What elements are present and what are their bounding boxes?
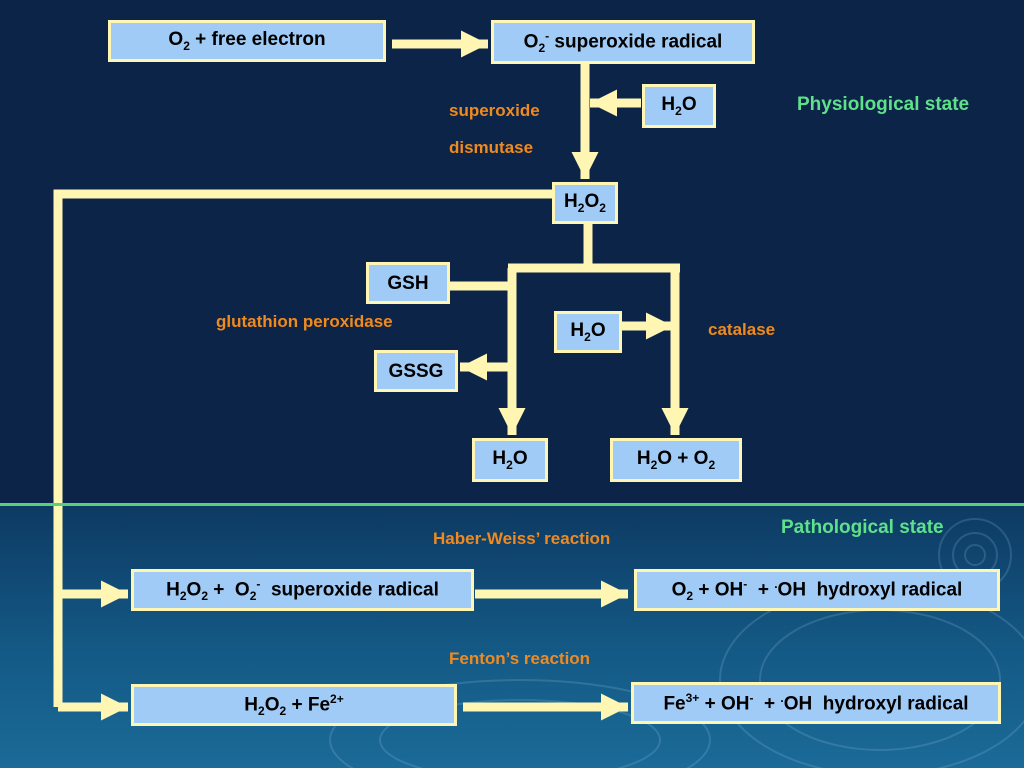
gsh-text: GSH bbox=[387, 272, 429, 294]
haber-weiss-label: Haber-Weiss’ reaction bbox=[433, 529, 611, 548]
gssg-text: GSSG bbox=[388, 360, 444, 382]
haber-weiss-product-box: O2 + OH- + .OH hydroxyl radical bbox=[634, 569, 1000, 611]
fenton-product-box: Fe3+ + OH- + .OH hydroxyl radical bbox=[631, 682, 1001, 724]
fenton-reactant-box: H2O2 + Fe2+ bbox=[131, 684, 457, 726]
catalase-h2o-box: H2O bbox=[554, 311, 622, 353]
gpx-product-h2o-text: H2O bbox=[492, 448, 528, 472]
fenton-reaction-label: Fenton’s reaction bbox=[449, 649, 591, 668]
glutathion-peroxidase-label: glutathion peroxidase bbox=[216, 312, 393, 331]
catalase-product-box: H2O + O2 bbox=[610, 438, 742, 482]
gssg-box: GSSG bbox=[374, 350, 458, 392]
h2o-input-text: H2O bbox=[661, 94, 697, 118]
water-ripple-decoration bbox=[329, 518, 1024, 768]
sod-label-line1: superoxide bbox=[449, 101, 540, 120]
superoxide-radical-box: O2- superoxide radical bbox=[491, 20, 755, 64]
haber-weiss-reactant-box: H2O2 + O2- superoxide radical bbox=[131, 569, 474, 611]
physiological-state-label: Physiological state bbox=[797, 94, 970, 115]
catalase-h2o-text: H2O bbox=[570, 320, 606, 344]
catalase-product-text: H2O + O2 bbox=[636, 448, 716, 472]
catalase-label: catalase bbox=[708, 320, 776, 339]
h2o2-text: H2O2 bbox=[564, 191, 606, 215]
haber-weiss-reactant-text: H2O2 + O2- superoxide radical bbox=[166, 576, 439, 604]
h2o2-box: H2O2 bbox=[552, 182, 618, 224]
haber-weiss-product-text: O2 + OH- + .OH hydroxyl radical bbox=[671, 576, 963, 604]
gpx-product-h2o-box: H2O bbox=[472, 438, 548, 482]
o2-free-electron-text: O2 + free electron bbox=[168, 29, 326, 53]
connector-h2o2-to-pathological bbox=[53, 189, 552, 707]
pathological-state-label: Pathological state bbox=[781, 517, 944, 538]
fenton-reactant-text: H2O2 + Fe2+ bbox=[244, 691, 344, 719]
o2-free-electron-box: O2 + free electron bbox=[108, 20, 386, 62]
fenton-product-text: Fe3+ + OH- + .OH hydroxyl radical bbox=[663, 691, 969, 715]
h2o-input-box: H2O bbox=[642, 84, 716, 128]
sod-label-line2: dismutase bbox=[449, 138, 534, 157]
superoxide-radical-text: O2- superoxide radical bbox=[523, 28, 723, 56]
gsh-box: GSH bbox=[366, 262, 450, 304]
state-divider bbox=[0, 503, 1024, 506]
